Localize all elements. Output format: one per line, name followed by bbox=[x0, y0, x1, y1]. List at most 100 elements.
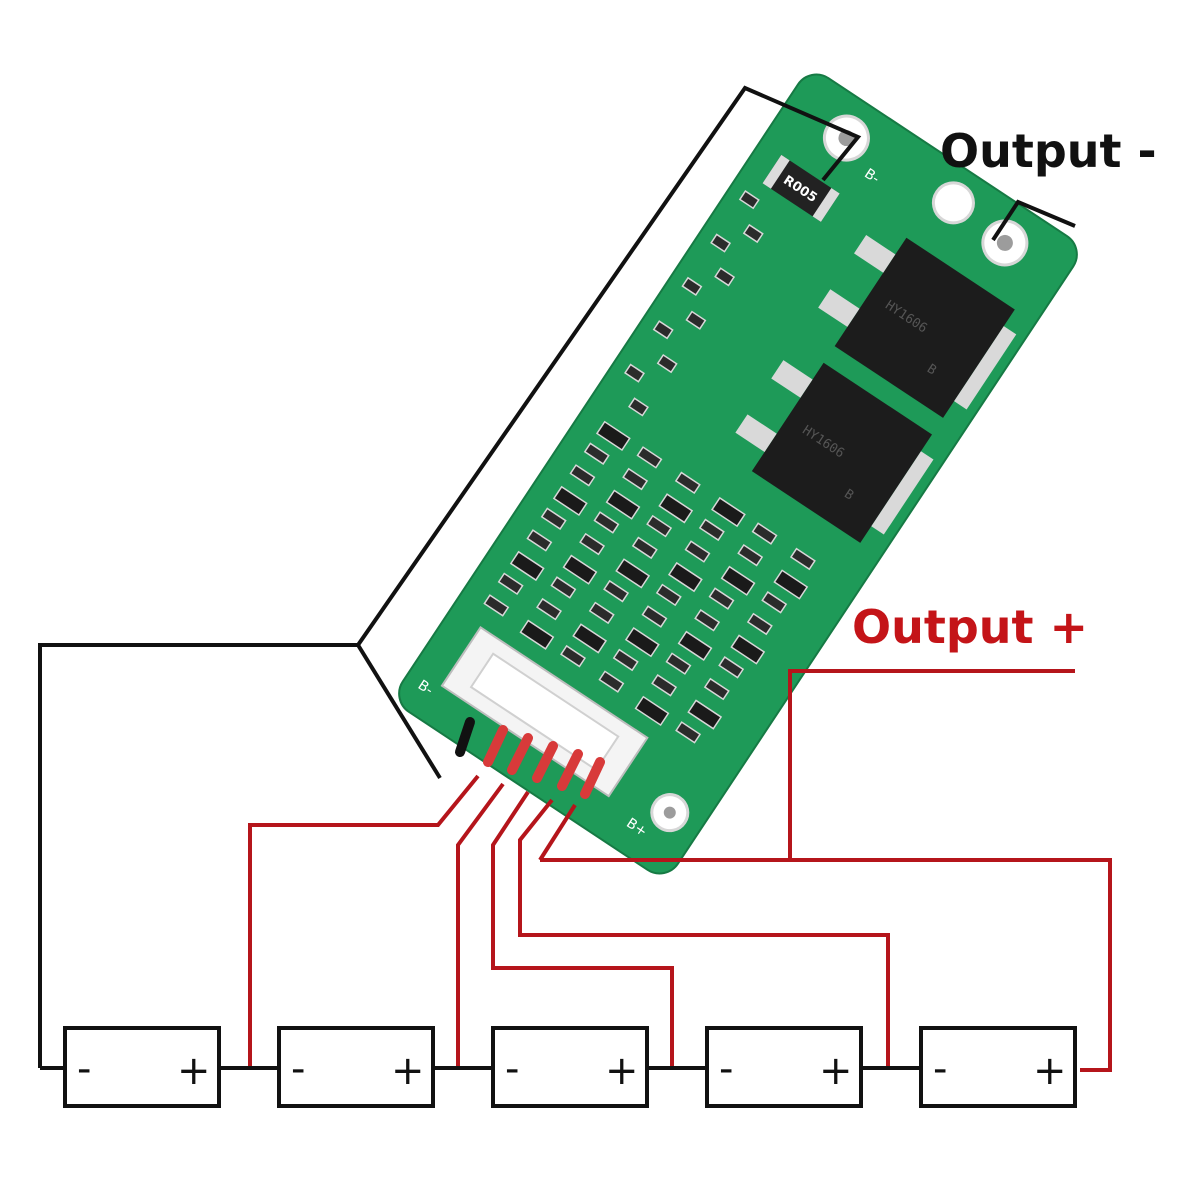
smd-capacitor bbox=[681, 276, 703, 297]
battery-cell-negative-label: - bbox=[505, 1046, 519, 1092]
wire-output-negative bbox=[991, 199, 1076, 242]
pcb-body bbox=[398, 73, 1078, 875]
smd-capacitor bbox=[652, 320, 674, 340]
smd-resistor bbox=[698, 518, 725, 542]
smd-capacitor bbox=[656, 353, 678, 374]
battery-cell-body bbox=[63, 1026, 221, 1108]
smd-ic bbox=[773, 569, 809, 600]
black-wires bbox=[38, 85, 1076, 1068]
smd-resistor bbox=[536, 597, 562, 621]
smd-resistor bbox=[560, 644, 586, 668]
smd-resistor bbox=[694, 608, 721, 632]
smd-ic bbox=[552, 485, 588, 517]
smd-capacitor bbox=[685, 310, 707, 330]
smd-resistor bbox=[751, 522, 778, 545]
battery-cell-body bbox=[277, 1026, 435, 1108]
wire-cell3-positive bbox=[491, 790, 674, 1068]
smd-resistor bbox=[675, 721, 702, 744]
pad-output-negative-hole bbox=[996, 234, 1013, 251]
battery-cell-negative-label: - bbox=[291, 1046, 305, 1092]
wire-cell1-positive bbox=[248, 774, 480, 1068]
battery-cell-body bbox=[705, 1026, 863, 1108]
smd-ic bbox=[730, 634, 766, 665]
smd-resistor bbox=[646, 514, 673, 538]
smd-resistor bbox=[789, 547, 816, 571]
battery-cell-positive-label: + bbox=[819, 1048, 853, 1094]
smd-resistor bbox=[612, 648, 639, 672]
smd-resistor bbox=[636, 446, 663, 469]
smd-ic bbox=[562, 554, 598, 585]
smd-resistor bbox=[593, 511, 620, 534]
smd-resistor bbox=[550, 576, 577, 599]
smd-ic bbox=[634, 695, 670, 727]
smd-resistor bbox=[540, 507, 567, 530]
smd-ic bbox=[519, 619, 555, 650]
smd-components bbox=[483, 190, 816, 744]
battery-cell-positive-label: + bbox=[605, 1048, 639, 1094]
smd-resistor bbox=[603, 579, 630, 603]
smd-resistor bbox=[674, 471, 701, 495]
smd-resistor bbox=[622, 467, 649, 491]
smd-ic bbox=[595, 420, 631, 452]
smd-ic bbox=[667, 561, 703, 593]
smd-resistor bbox=[665, 652, 692, 675]
wire-b-minus bbox=[38, 85, 862, 1068]
smd-resistor bbox=[655, 583, 682, 607]
smd-ic bbox=[711, 496, 746, 528]
battery-cell: -+ bbox=[705, 1026, 863, 1108]
smd-capacitor bbox=[738, 190, 760, 210]
wire-cell5-lead bbox=[538, 803, 577, 862]
smd-capacitor bbox=[714, 267, 736, 287]
battery-cell: -+ bbox=[491, 1026, 649, 1108]
mosfet-top: HY1606 B bbox=[818, 235, 1017, 418]
smd-resistor bbox=[483, 594, 510, 617]
balance-leads bbox=[455, 717, 605, 799]
label-output-positive: Output + bbox=[852, 600, 1088, 654]
smd-capacitor bbox=[624, 363, 645, 383]
smd-ic bbox=[677, 630, 713, 661]
smd-resistor bbox=[598, 670, 625, 693]
smd-resistor bbox=[737, 543, 764, 567]
wire-output-positive bbox=[788, 669, 1075, 860]
smd-ic bbox=[624, 626, 660, 658]
label-output-negative: Output - bbox=[940, 124, 1157, 178]
wire-cell2-positive bbox=[456, 782, 505, 1068]
battery-cell-positive-label: + bbox=[177, 1048, 211, 1094]
smd-resistor bbox=[718, 656, 745, 679]
battery-cell-body bbox=[491, 1026, 649, 1108]
battery-cell-positive-label: + bbox=[391, 1048, 425, 1094]
pad-extra bbox=[931, 181, 975, 225]
smd-resistor bbox=[526, 529, 553, 552]
smd-resistor bbox=[631, 536, 658, 560]
battery-cell: -+ bbox=[63, 1026, 221, 1108]
smd-ic bbox=[615, 558, 651, 589]
red-wires bbox=[248, 669, 1112, 1072]
smd-resistor bbox=[641, 605, 668, 628]
battery-cell-negative-label: - bbox=[719, 1046, 733, 1092]
battery-cells: -+-+-+-+-+ bbox=[63, 1026, 1077, 1108]
battery-cell: -+ bbox=[919, 1026, 1077, 1108]
smd-resistor bbox=[746, 612, 773, 636]
battery-cell-body bbox=[919, 1026, 1077, 1108]
smd-ic bbox=[687, 699, 723, 730]
battery-cell-negative-label: - bbox=[933, 1046, 947, 1092]
smd-resistor bbox=[583, 442, 610, 465]
smd-capacitor bbox=[710, 233, 732, 253]
battery-cell-positive-label: + bbox=[1033, 1048, 1067, 1094]
battery-cell: -+ bbox=[277, 1026, 435, 1108]
smd-resistor bbox=[651, 674, 678, 697]
smd-resistor bbox=[708, 587, 735, 610]
smd-resistor bbox=[703, 677, 730, 701]
wire-cell4-positive bbox=[518, 798, 890, 1068]
smd-ic bbox=[509, 550, 545, 582]
smd-resistor bbox=[579, 532, 606, 556]
smd-capacitor bbox=[742, 223, 764, 244]
smd-resistor bbox=[497, 572, 524, 596]
smd-resistor bbox=[588, 601, 615, 625]
mosfet-bottom: HY1606 B bbox=[735, 360, 934, 543]
smd-resistor bbox=[761, 591, 788, 614]
smd-ic bbox=[658, 493, 694, 524]
bms-board: B- B+ B- R005 HY1606 B HY1606 B bbox=[398, 73, 1078, 875]
smd-ic bbox=[605, 489, 641, 520]
